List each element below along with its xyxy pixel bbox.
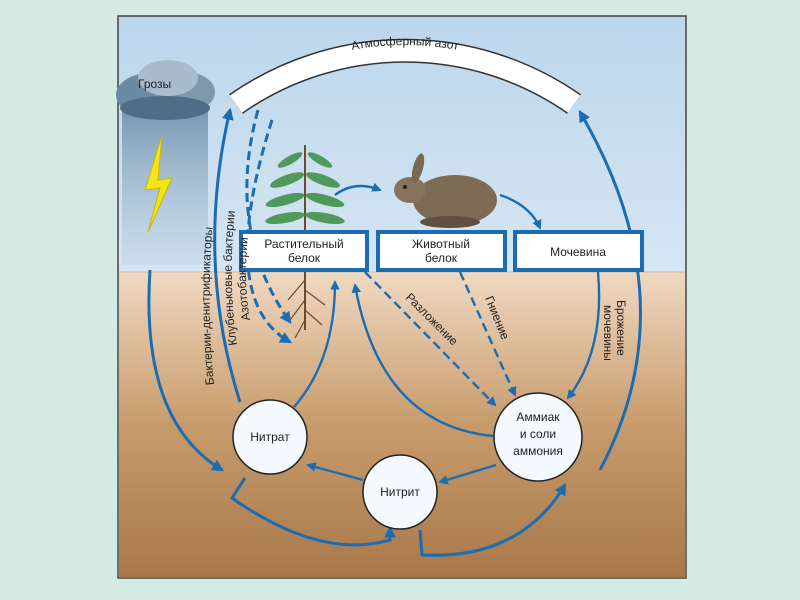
- plant-protein-line1: Растительный: [264, 237, 343, 251]
- atmosphere-label: Атмосферный азот: [350, 34, 460, 53]
- urea-fermentation-line2: мочевины: [601, 305, 615, 361]
- nitrite-label: Нитрит: [380, 485, 420, 499]
- arrow-nitrite-to-ammonia: [418, 482, 567, 557]
- animal-protein-line2: белок: [425, 251, 458, 265]
- nitrate-node: Нитрат: [232, 399, 308, 475]
- azotobacter-label-wrap: Азотобактерии: [235, 237, 253, 322]
- arrow-ammonia-to-plant: [351, 283, 494, 438]
- arrow-nitrate-to-plant: [293, 280, 340, 408]
- plant-protein-box: Растительный белок: [239, 230, 369, 272]
- urea-label: Мочевина: [550, 245, 606, 259]
- storm-label: Грозы: [138, 77, 171, 91]
- atmosphere-label-wrap: Атмосферный азот: [350, 34, 460, 53]
- lightning-icon: [144, 134, 173, 233]
- arrow-nitrite-to-nitrate: [306, 462, 364, 482]
- arrow-storm-to-nitrate: [147, 269, 225, 472]
- arrow-plant-to-animal: [334, 182, 382, 196]
- animal-protein-line1: Животный: [412, 237, 470, 251]
- arrow-animal-to-urea: [499, 193, 542, 230]
- arrow-ammonia-to-nitrite: [438, 463, 497, 485]
- azotobacter-label: Азотобактерии: [235, 237, 253, 322]
- rabbit-illustration: [394, 153, 497, 228]
- ammonia-node: Аммиак и соли аммония: [493, 392, 583, 482]
- atmospheric-nitrogen-banner: [229, 38, 581, 114]
- ammonia-line3: аммония: [513, 444, 563, 458]
- nitrite-node: Нитрит: [362, 454, 438, 530]
- nitrate-label: Нитрат: [250, 430, 290, 444]
- arrow-nitrate-to-nitrite: [229, 477, 396, 547]
- arrow-ammonia-to-atmosphere: [578, 109, 642, 471]
- urea-box: Мочевина: [513, 230, 644, 272]
- nodule-bacteria-label: Клубеньковые бактерии: [221, 210, 240, 347]
- plant-protein-line2: белок: [288, 251, 321, 265]
- arrow-denitrification: [213, 107, 242, 403]
- ammonia-line1: Аммиак: [516, 410, 560, 424]
- urea-fermentation-line1: Брожение: [614, 300, 628, 356]
- arrow-decomposition: [364, 271, 497, 407]
- ammonia-line2: и соли: [520, 427, 556, 441]
- arrow-putrefaction: [458, 271, 517, 397]
- nodule-label-wrap: Клубеньковые бактерии: [221, 210, 240, 347]
- arrow-urea-fermentation: [566, 271, 601, 400]
- animal-protein-box: Животный белок: [376, 230, 507, 272]
